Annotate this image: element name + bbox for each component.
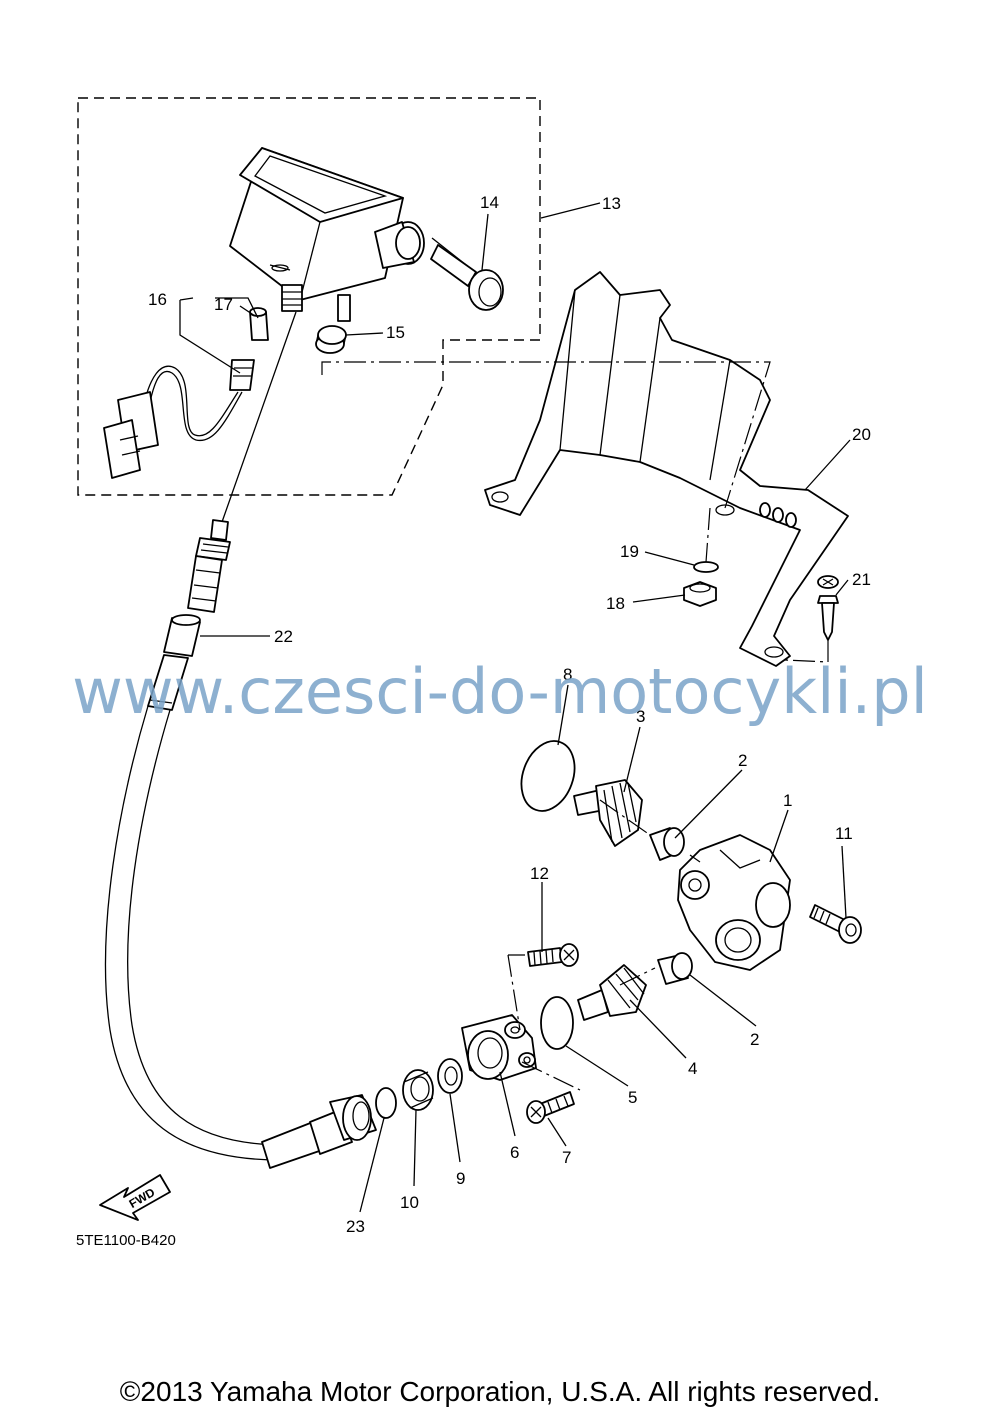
bushing-upper <box>649 827 685 861</box>
callout-4: 4 <box>688 1059 697 1078</box>
trip-knob <box>430 237 504 311</box>
cable-end-fitting <box>309 1094 377 1155</box>
callout-22: 22 <box>274 627 293 646</box>
callout-13: 13 <box>602 194 621 213</box>
drive-gear <box>577 964 647 1021</box>
oil-seal <box>402 1069 434 1111</box>
callout-20: 20 <box>852 425 871 444</box>
o-ring-small <box>375 1087 397 1119</box>
nut-18 <box>683 581 717 607</box>
callout-10: 10 <box>400 1193 419 1212</box>
screw7-chain-line <box>521 1061 581 1091</box>
gear-unit-cover <box>677 834 791 971</box>
callout-7: 7 <box>562 1148 571 1167</box>
screw-12 <box>527 943 579 967</box>
callout-14: 14 <box>480 193 499 212</box>
shaft-chain-line <box>599 799 701 986</box>
leader-lines <box>179 202 851 1213</box>
grommet <box>315 325 347 354</box>
o-ring-8 <box>520 740 576 812</box>
callout-18: 18 <box>606 594 625 613</box>
bulb-and-socket <box>103 307 269 479</box>
watermark-text: www.czesci-do-motocykli.pl <box>72 655 928 728</box>
callout-12: 12 <box>530 864 549 883</box>
meter-cable <box>104 519 329 1169</box>
screw-7 <box>526 1091 575 1124</box>
fwd-arrow: FWD <box>99 1174 171 1221</box>
callout-21: 21 <box>852 570 871 589</box>
bushing-lower <box>657 952 693 985</box>
callout-2-upper: 2 <box>738 751 747 770</box>
diagram-code: 5TE1100-B420 <box>76 1232 176 1249</box>
callout-1: 1 <box>783 791 792 810</box>
callout-17: 17 <box>214 295 233 314</box>
rivet-chain-line <box>784 640 829 663</box>
callout-15: 15 <box>386 323 405 342</box>
callout-2-lower: 2 <box>750 1030 759 1049</box>
rivet-clip <box>817 575 839 641</box>
o-ring-5 <box>540 996 574 1050</box>
callout-16: 16 <box>148 290 167 309</box>
meter-bracket <box>484 271 849 667</box>
callout-5: 5 <box>628 1088 637 1107</box>
callout-9: 9 <box>456 1169 465 1188</box>
bolt-11 <box>809 904 862 944</box>
callout-6: 6 <box>510 1143 519 1162</box>
meter-body <box>229 147 425 322</box>
callout-numbers: 13 14 15 16 17 22 20 19 18 21 8 3 2 1 11… <box>148 193 871 1236</box>
washer <box>437 1058 463 1094</box>
callout-23: 23 <box>346 1217 365 1236</box>
driven-gear <box>573 779 643 847</box>
screw-chain-line <box>507 954 525 1031</box>
copyright-text: ©2013 Yamaha Motor Corporation, U.S.A. A… <box>119 1376 881 1407</box>
washer-19 <box>693 561 719 573</box>
gear-housing <box>461 1014 537 1081</box>
callout-19: 19 <box>620 542 639 561</box>
assembly-chain-line <box>321 361 771 509</box>
bracket-chain-line <box>705 507 711 563</box>
callout-11: 11 <box>835 824 853 843</box>
callout-8: 8 <box>563 665 572 684</box>
callout-3: 3 <box>636 707 645 726</box>
